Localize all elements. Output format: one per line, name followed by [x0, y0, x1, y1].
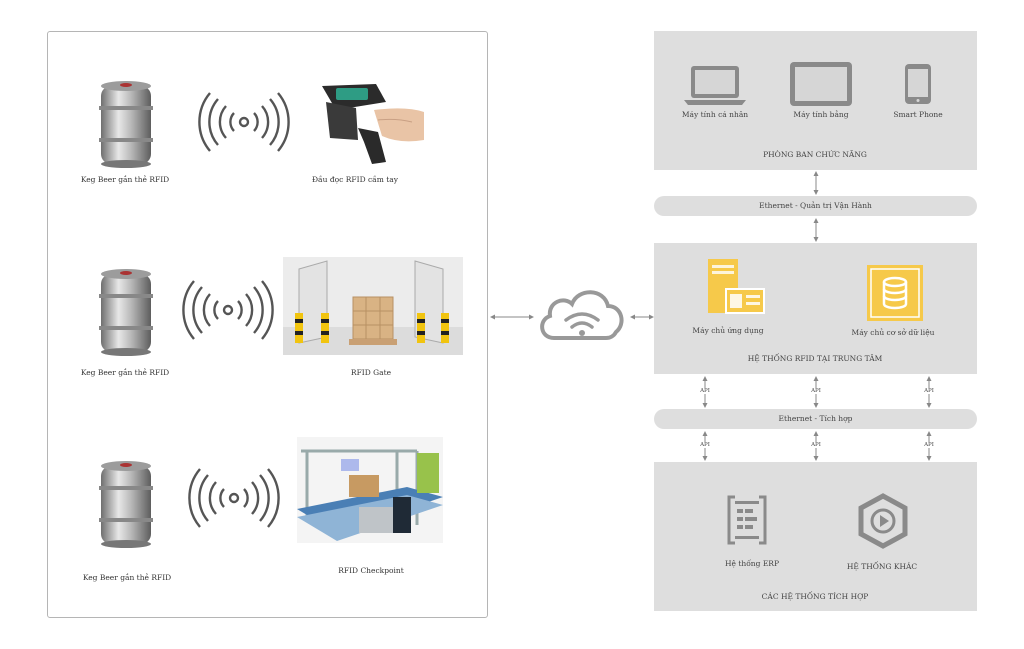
api-label: API — [811, 388, 821, 394]
api-label: API — [811, 442, 821, 448]
keg-icon — [99, 81, 153, 168]
device-label: RFID Checkpoint — [338, 566, 404, 575]
other-systems-icon — [858, 493, 908, 549]
rfid-checkpoint-image — [297, 437, 443, 543]
keg-icon — [99, 461, 153, 548]
device-caption: Máy tính bảng — [793, 110, 849, 119]
central-rfid-panel — [654, 243, 977, 374]
handheld-reader-icon — [322, 84, 424, 164]
api-label: API — [700, 442, 710, 448]
keg-icon — [99, 269, 153, 356]
rfid-wave-icon — [198, 92, 290, 152]
laptop-icon — [684, 66, 746, 105]
field-devices-panel — [47, 31, 488, 618]
connector-vertical — [813, 171, 819, 195]
smartphone-icon — [905, 64, 931, 104]
connector-field-cloud — [490, 314, 534, 320]
db-server-label: Máy chủ cơ sở dữ liệu — [851, 328, 935, 337]
tablet-icon — [790, 62, 852, 106]
keg-label: Keg Beer gắn thẻ RFID — [80, 368, 170, 377]
central-title: HỆ THỐNG RFID TẠI TRUNG TÂM — [747, 354, 883, 363]
erp-icon — [727, 495, 767, 545]
ethernet-integration-bar: Ethernet - Tích hợp — [654, 409, 977, 429]
connector-vertical — [813, 218, 819, 242]
app-server-icon — [708, 259, 765, 314]
cloud-network-icon — [540, 290, 624, 340]
integrated-systems-panel — [654, 462, 977, 611]
integrated-title: CÁC HỆ THỐNG TÍCH HỢP — [761, 592, 869, 601]
device-label: RFID Gate — [350, 368, 392, 377]
departments-title: PHÒNG BAN CHỨC NĂNG — [763, 150, 867, 159]
erp-label: Hệ thống ERP — [725, 559, 779, 568]
device-label: Đầu đọc RFID cầm tay — [312, 175, 398, 184]
ethernet-ops-bar: Ethernet - Quản trị Vận Hành — [654, 196, 977, 216]
database-server-icon — [867, 265, 923, 321]
other-systems-label: HỆ THỐNG KHÁC — [846, 562, 918, 571]
rfid-wave-icon — [182, 280, 274, 340]
connector-cloud-central — [630, 314, 654, 320]
keg-label: Keg Beer gắn thẻ RFID — [80, 175, 170, 184]
keg-label: Keg Beer gắn thẻ RFID — [82, 573, 172, 582]
device-caption: Smart Phone — [893, 110, 943, 119]
api-label: API — [924, 442, 934, 448]
api-label: API — [700, 388, 710, 394]
device-caption: Máy tính cá nhân — [681, 110, 749, 119]
rfid-wave-icon — [188, 468, 280, 528]
api-label: API — [924, 388, 934, 394]
app-server-label: Máy chủ ứng dụng — [692, 326, 764, 335]
rfid-gate-image — [283, 257, 463, 355]
